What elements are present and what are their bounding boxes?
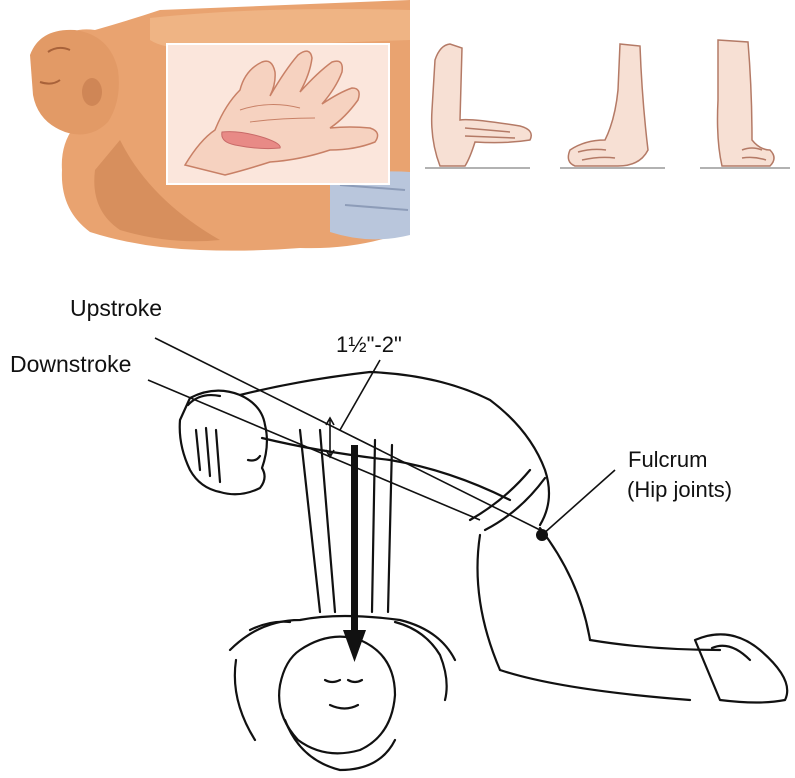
- fulcrum-label: Fulcrum: [628, 447, 707, 472]
- upstroke-label: Upstroke: [70, 295, 162, 321]
- hand-inset: [167, 44, 389, 184]
- upstroke-pointer: [155, 338, 540, 530]
- depth-arrow: [326, 418, 334, 457]
- depth-pointer: [340, 360, 380, 430]
- hip-joints-label: (Hip joints): [627, 477, 732, 502]
- downstroke-label: Downstroke: [10, 351, 131, 377]
- hand-positions-illustration: [425, 40, 790, 168]
- hand-position-3: [700, 40, 790, 168]
- hand-position-1: [425, 44, 531, 168]
- depth-label: 1½"-2": [336, 332, 402, 357]
- fulcrum-pointer: [542, 470, 615, 535]
- patient-torso-illustration: [0, 0, 410, 255]
- fulcrum-point: [536, 529, 548, 541]
- annotation-lines: [148, 338, 615, 535]
- compression-arrow: [343, 445, 366, 662]
- hand-position-2: [560, 44, 665, 168]
